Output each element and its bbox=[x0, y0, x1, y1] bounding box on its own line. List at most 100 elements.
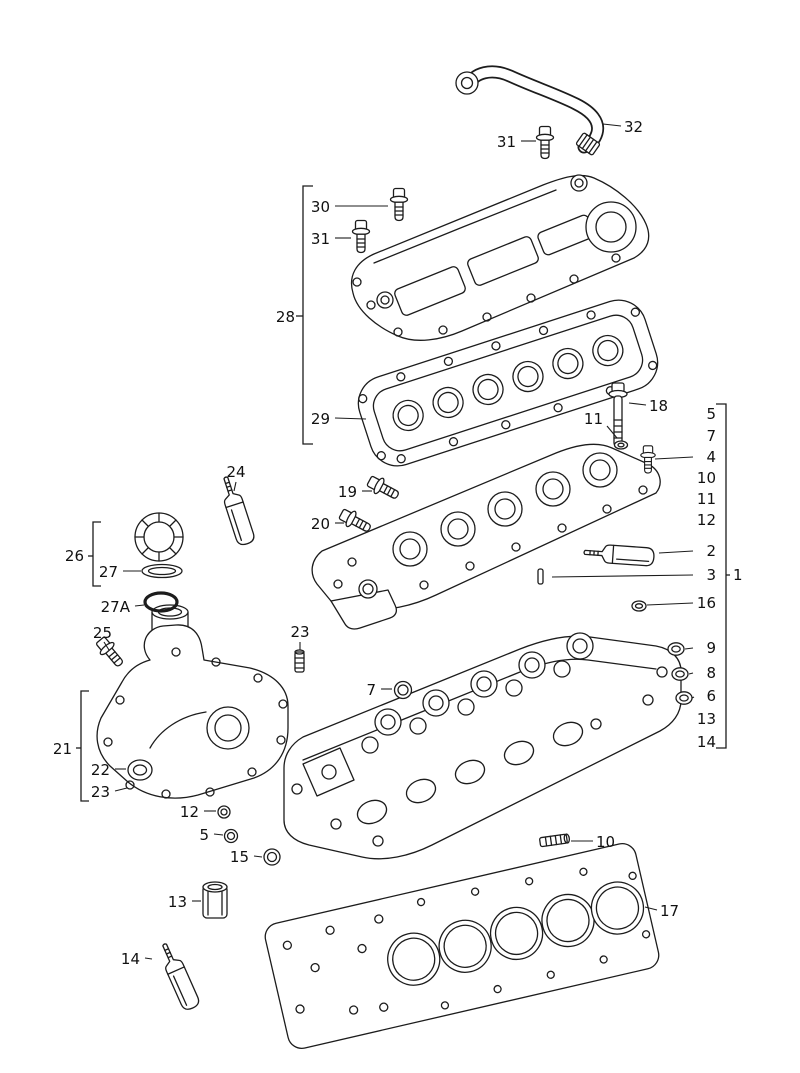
sealant-tube-24 bbox=[216, 473, 257, 548]
callout-12-seal: 12 bbox=[180, 803, 199, 821]
bolt-18 bbox=[608, 382, 628, 447]
callout-26-cap-assembly: 26 bbox=[65, 547, 84, 565]
callout-11-washer: 11 bbox=[584, 410, 603, 428]
callout-1-assembly: 1 bbox=[733, 566, 743, 584]
ring-15 bbox=[263, 848, 281, 866]
hose-clamp-icon bbox=[575, 132, 601, 156]
leader-9-seal bbox=[684, 647, 694, 650]
plug-7 bbox=[393, 680, 413, 700]
leader-4-bolt bbox=[654, 456, 694, 460]
callout-27A-ring: 27A bbox=[101, 598, 131, 616]
leader-18-bolt bbox=[628, 402, 647, 406]
cylinder-head bbox=[283, 632, 682, 860]
callout-18-bolt: 18 bbox=[649, 397, 668, 415]
callout-15-ring: 15 bbox=[230, 848, 249, 866]
leader-5-washer bbox=[213, 833, 224, 836]
bracket-21 bbox=[80, 690, 89, 802]
callout-7-plug: 7 bbox=[366, 681, 376, 699]
leader-6-seal bbox=[691, 696, 695, 699]
callout-25-bolt: 25 bbox=[93, 624, 112, 642]
callout-22-shaft-seal: 22 bbox=[91, 761, 110, 779]
leader-24-sealant bbox=[233, 481, 237, 492]
valve-cover-gasket bbox=[357, 299, 659, 467]
camshaft-carrier bbox=[311, 443, 661, 630]
callout-28-cover-assembly: 28 bbox=[276, 308, 295, 326]
bracket-1 bbox=[716, 403, 727, 749]
callout-16-seal: 16 bbox=[697, 594, 716, 612]
breather-hose bbox=[455, 65, 605, 156]
seal-12 bbox=[217, 805, 231, 819]
callout-2-sealant: 2 bbox=[706, 542, 716, 560]
callout-23-stud-cover: 23 bbox=[91, 783, 110, 801]
callout-19-bolt: 19 bbox=[338, 483, 357, 501]
assembly-brackets bbox=[76, 185, 730, 802]
leader-8-seal bbox=[688, 672, 694, 675]
cap-seal bbox=[141, 563, 183, 579]
bracket-28 bbox=[302, 185, 313, 445]
bolt-19 bbox=[364, 472, 403, 504]
bolt-30 bbox=[389, 187, 409, 222]
stud-23 bbox=[294, 649, 305, 673]
callout-11-list: 11 bbox=[697, 490, 716, 508]
leader-23-stud-cover bbox=[114, 787, 128, 792]
cap-o-ring bbox=[143, 591, 179, 613]
callout-12-list: 12 bbox=[697, 511, 716, 529]
bolt-31-hose bbox=[535, 125, 555, 160]
washer-5 bbox=[223, 828, 239, 844]
cylinder-bores-icon bbox=[387, 881, 645, 986]
stud-10 bbox=[539, 833, 570, 848]
callout-8-seal: 8 bbox=[706, 664, 716, 682]
callout-7-list: 7 bbox=[706, 427, 716, 445]
cover-end-cap-icon bbox=[585, 201, 637, 253]
leader-lines bbox=[103, 123, 695, 960]
leader-14-sealant bbox=[144, 957, 153, 960]
callout-29-cover-gasket: 29 bbox=[311, 410, 330, 428]
callout-32-hose: 32 bbox=[624, 118, 643, 136]
sealant-tube-14 bbox=[155, 939, 202, 1013]
leader-16-seal bbox=[646, 602, 694, 606]
callout-13-list: 13 bbox=[697, 710, 716, 728]
valve-cover bbox=[350, 174, 650, 341]
callout-14-sealant: 14 bbox=[121, 950, 140, 968]
callout-10-stud: 10 bbox=[596, 833, 615, 851]
callout-14-list: 14 bbox=[697, 733, 716, 751]
callout-31-hose-bolt: 31 bbox=[497, 133, 516, 151]
callout-17-head-gasket: 17 bbox=[660, 902, 679, 920]
callout-21-cover-assembly: 21 bbox=[53, 740, 72, 758]
seal-9 bbox=[667, 642, 685, 656]
hose-flange-icon bbox=[455, 71, 479, 95]
leader-29-cover-gasket bbox=[334, 417, 367, 420]
callout-6-seal: 6 bbox=[706, 687, 716, 705]
callout-20-bolt: 20 bbox=[311, 515, 330, 533]
oil-filler-cap bbox=[134, 512, 184, 562]
dowel-13 bbox=[202, 881, 228, 919]
leader-2-sealant bbox=[658, 550, 694, 554]
front-cover bbox=[96, 604, 289, 799]
leader-15-ring bbox=[253, 855, 263, 858]
callout-27-cap-seal: 27 bbox=[99, 563, 118, 581]
callout-23-stud: 23 bbox=[290, 623, 309, 641]
callout-24-sealant: 24 bbox=[226, 463, 245, 481]
leader-25-bolt bbox=[103, 641, 110, 651]
leader-17-head-gasket bbox=[644, 906, 658, 911]
sealant-tube-2 bbox=[582, 542, 656, 567]
callout-31-cover-bolt: 31 bbox=[311, 230, 330, 248]
head-gasket bbox=[264, 843, 660, 1049]
seal-16 bbox=[631, 600, 647, 612]
callout-9-seal: 9 bbox=[706, 639, 716, 657]
leader-27A-ring bbox=[134, 604, 145, 607]
seal-8 bbox=[671, 667, 689, 681]
callout-13-dowel: 13 bbox=[168, 893, 187, 911]
leader-32-hose bbox=[602, 123, 622, 127]
callout-4-bolt: 4 bbox=[706, 448, 716, 466]
bracket-26 bbox=[92, 521, 101, 587]
callout-3-pin: 3 bbox=[706, 566, 716, 584]
seal-6 bbox=[675, 691, 693, 705]
callout-5-list: 5 bbox=[706, 405, 716, 423]
plug-tube-seals-icon bbox=[392, 334, 624, 432]
pin-3 bbox=[537, 568, 544, 585]
leader-3-pin bbox=[551, 574, 694, 578]
